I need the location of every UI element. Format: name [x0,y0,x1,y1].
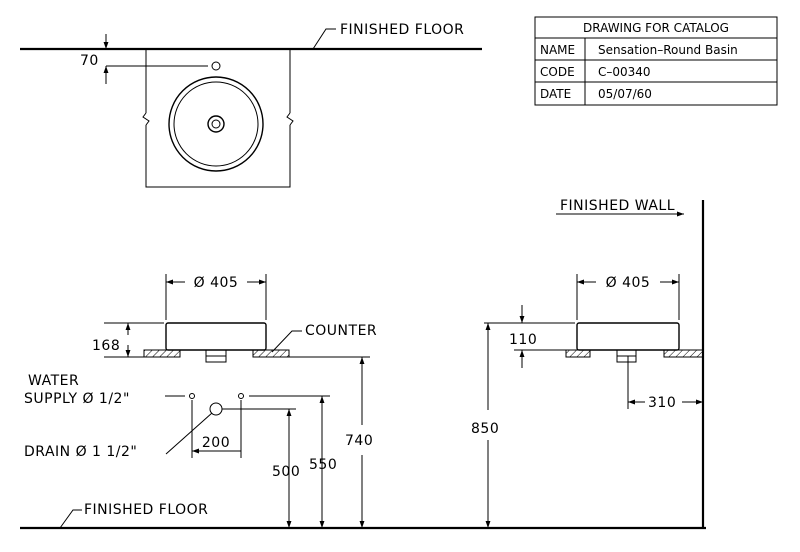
finished-floor-bottom-leader [59,509,82,529]
front-counter-right [252,349,290,358]
side-basin-height-dimension: 110 [509,332,537,348]
side-counter-right [663,349,704,358]
side-elevation: FINISHED WALL Ø 405 110 850 310 [471,198,705,528]
title-block-name-label: NAME [540,43,575,57]
drain-label: DRAIN Ø 1 1/2" [24,444,137,460]
side-diameter-dimension: Ø 405 [606,275,651,291]
front-counter-left [143,349,181,358]
front-elevation: Ø 405 COUNTER 168 WATER SUPPLY Ø 1/2" DR… [20,274,706,530]
finished-floor-top-leader [312,28,336,50]
plan-tap-hole [211,61,221,71]
wall-offset-dimension: 310 [648,395,676,411]
plan-basin-outer [168,76,264,172]
title-block-header: DRAWING FOR CATALOG [583,21,729,35]
supply-height-dimension: 550 [309,457,337,473]
counter-label: COUNTER [305,323,377,339]
plan-drain-inner [211,119,221,129]
basin-height-dimension: 168 [92,338,120,354]
supply-point-left [189,393,195,399]
front-basin [165,322,267,351]
title-block-code-value: C–00340 [598,65,651,79]
title-block-name-value: Sensation–Round Basin [598,43,738,57]
counter-height-side-dimension: 850 [471,421,499,437]
title-block: DRAWING FOR CATALOG NAME Sensation–Round… [534,16,778,106]
counter-height-front-dimension: 740 [345,433,373,449]
drain-leader [165,412,213,455]
supply-spacing-dimension: 200 [202,435,230,451]
title-block-date-value: 05/07/60 [598,87,652,101]
counter-leader [271,330,302,353]
supply-point-right [238,393,244,399]
title-block-date-label: DATE [540,87,571,101]
drain-height-dimension: 500 [272,464,300,480]
plan-basin-inner [173,81,259,167]
plan-offset-dimension: 70 [80,53,99,69]
side-counter-left [565,349,591,358]
title-block-code-label: CODE [540,65,575,79]
plan-drain-outer [207,115,225,133]
water-supply-label-line1: WATER [28,373,79,389]
finished-floor-top-label: FINISHED FLOOR [340,22,464,38]
finished-wall-label: FINISHED WALL [560,198,675,214]
water-supply-label-line2: SUPPLY Ø 1/2" [24,391,130,407]
front-diameter-dimension: Ø 405 [194,275,239,291]
finished-floor-bottom-label: FINISHED FLOOR [84,502,208,518]
side-basin [576,322,680,351]
plan-view: FINISHED FLOOR 70 [20,22,482,188]
